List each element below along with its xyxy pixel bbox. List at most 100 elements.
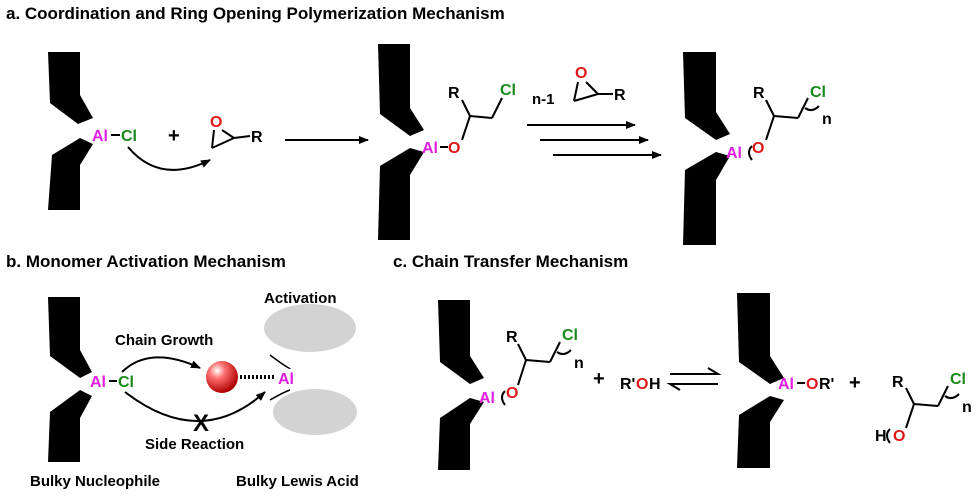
section-b-title: b. Monomer Activation Mechanism	[6, 252, 286, 271]
chain-growth-arrow	[121, 356, 201, 373]
r-prime: R'	[819, 376, 834, 393]
epoxide-bond	[585, 81, 599, 95]
chain-bond	[461, 115, 471, 141]
c-released-chain: H O R Cl n	[875, 371, 972, 445]
chain-bond	[517, 343, 527, 361]
chain-bond	[469, 115, 493, 119]
epoxide-bond	[211, 137, 235, 149]
o-atom: O	[806, 376, 818, 393]
bracket-close	[556, 349, 572, 356]
bracket-open	[501, 390, 506, 406]
cloud-link	[269, 354, 291, 369]
r-prime: R'	[620, 376, 635, 393]
chain-bond	[905, 387, 915, 405]
blocked-x-mark: X	[193, 410, 209, 437]
lower-ligand-block	[683, 152, 730, 245]
r-group: R	[753, 85, 765, 102]
n-subscript: n	[962, 399, 972, 416]
upper-ligand-block	[48, 52, 93, 124]
chain-bond	[797, 97, 809, 119]
chain-bond	[461, 99, 471, 117]
c-al-alkoxide: Al O R'	[737, 293, 834, 468]
n-subscript: n	[574, 355, 584, 372]
bracket-close	[944, 393, 960, 400]
r-group: R	[614, 87, 626, 104]
o-atom: O	[506, 385, 518, 402]
bracket-open	[886, 428, 891, 444]
bulky-nucleophile-label: Bulky Nucleophile	[30, 473, 160, 490]
section-a-title: a. Coordination and Ring Opening Polymer…	[6, 4, 505, 23]
epoxide-bond	[573, 81, 579, 102]
epoxide-bond	[221, 129, 235, 139]
a-al-complex: Al Cl	[48, 52, 137, 210]
attack-curved-arrow	[127, 146, 211, 171]
lower-ligand-block	[438, 398, 484, 470]
cl-atom: Cl	[562, 327, 578, 344]
cl-atom: Cl	[500, 82, 516, 99]
lower-cloud	[273, 389, 357, 435]
lower-ligand-block	[48, 138, 93, 210]
chain-bond	[905, 403, 915, 429]
al-atom: Al	[778, 376, 794, 393]
c-alcohol: R' O H	[620, 376, 661, 393]
bracket-open	[748, 145, 753, 161]
epoxide-oxygen: O	[575, 65, 587, 82]
epoxide-oxygen: O	[210, 114, 222, 131]
lower-ligand-block	[378, 148, 424, 240]
o-atom: O	[636, 376, 648, 393]
plus-sign: +	[593, 368, 605, 390]
a-epoxide-small: O R	[573, 65, 626, 104]
equilibrium-forward-arrow	[670, 367, 722, 375]
lower-ligand-block	[48, 390, 92, 462]
r-group: R	[251, 129, 263, 146]
bulky-lewis-acid-label: Bulky Lewis Acid	[236, 473, 359, 490]
activation-label: Activation	[264, 290, 337, 307]
n-subscript: n	[822, 111, 832, 128]
chain-bond	[517, 359, 527, 386]
o-atom: O	[448, 140, 460, 157]
r-group: R	[506, 329, 518, 346]
al-atom: Al	[479, 390, 495, 407]
a-product: Al O R Cl n	[683, 52, 832, 245]
al-atom: Al	[726, 145, 742, 162]
epoxide-bond	[573, 93, 599, 102]
bracket-close	[804, 105, 820, 112]
cloud-link	[269, 389, 291, 401]
upper-cloud	[264, 304, 356, 352]
activated-monomer-ball	[206, 361, 238, 393]
a-epoxide: O R	[210, 114, 263, 149]
a-intermediate: Al O R Cl	[378, 44, 516, 240]
upper-ligand-block	[683, 52, 730, 140]
al-atom: Al	[92, 128, 108, 145]
chain-bond	[491, 97, 503, 119]
o-atom: O	[752, 140, 764, 157]
upper-ligand-block	[48, 297, 92, 378]
plus-sign: +	[168, 125, 180, 147]
chain-bond	[913, 403, 939, 407]
cl-atom: Cl	[810, 84, 826, 101]
epoxide-bond	[233, 135, 251, 139]
chain-bond	[525, 359, 551, 363]
h-atom: H	[649, 376, 661, 393]
upper-ligand-block	[378, 44, 424, 136]
cl-atom: Cl	[121, 128, 137, 145]
chain-growth-label: Chain Growth	[115, 332, 213, 349]
side-reaction-label: Side Reaction	[145, 436, 244, 453]
equilibrium-reverse-arrow	[666, 383, 718, 391]
epoxide-bond	[211, 129, 215, 149]
upper-ligand-block	[438, 300, 484, 384]
lewis-acid-al: Al	[278, 371, 294, 388]
n-minus-1-label: n-1	[532, 91, 555, 108]
c-al-chain: Al O R Cl n	[438, 300, 584, 470]
chain-bond	[937, 385, 949, 407]
al-atom: Al	[90, 374, 106, 391]
bulky-lewis-acid: Al	[264, 304, 357, 435]
cl-atom: Cl	[950, 371, 966, 388]
side-reaction-arrow	[124, 391, 266, 422]
h-atom: H	[875, 428, 887, 445]
o-atom: O	[893, 428, 905, 445]
cl-atom: Cl	[118, 374, 134, 391]
chain-bond	[765, 115, 775, 141]
plus-sign: +	[849, 372, 861, 394]
